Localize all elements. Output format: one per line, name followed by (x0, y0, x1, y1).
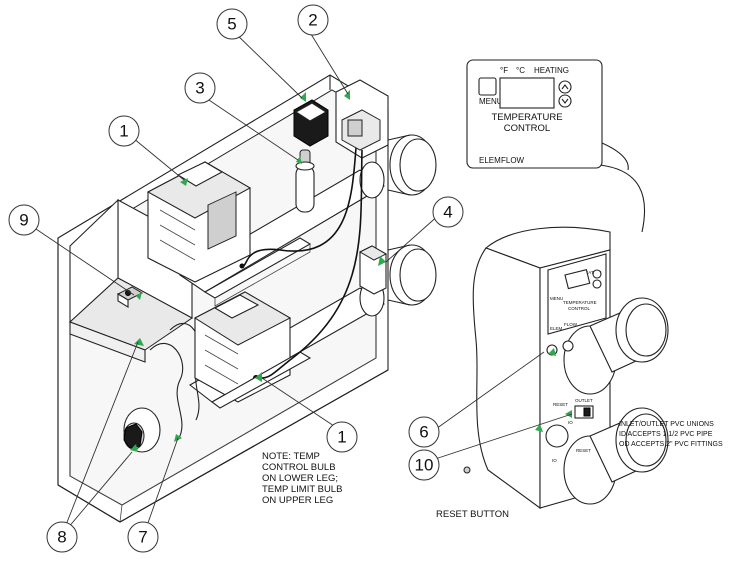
flow-label: FLOW (501, 156, 525, 165)
element-cover-box (69, 198, 193, 363)
callout-7: 7 (127, 521, 159, 553)
down-button[interactable] (558, 94, 572, 108)
controller-board (335, 79, 389, 159)
svg-text:9: 9 (19, 211, 28, 230)
lcd-display (499, 77, 555, 109)
panel-title-2: CONTROL (504, 123, 550, 134)
flow-indicator-light (562, 340, 574, 352)
callout-1-lower: 1 (326, 421, 358, 453)
menu-button[interactable] (478, 77, 497, 96)
svg-text:7: 7 (138, 528, 147, 547)
terminal-lug (116, 286, 144, 308)
small-panel-temp-1: TEMPERATURE (563, 300, 597, 305)
svg-text:4: 4 (443, 203, 452, 222)
inlet-union-lower (563, 407, 669, 505)
outlet-union-upper (563, 297, 669, 395)
unit-f-label: °F (500, 66, 508, 75)
svg-text:5: 5 (227, 15, 236, 34)
note-line-1: NOTE: TEMP (262, 451, 320, 462)
svg-text:2: 2 (308, 11, 317, 30)
unions-note: INLET/OUTLET PVC UNIONS ID ACCEPTS 1 1/2… (619, 421, 723, 448)
heating-label: HEATING (534, 66, 569, 75)
unions-line-1: INLET/OUTLET PVC UNIONS (619, 421, 714, 428)
note-line-5: ON UPPER LEG (262, 495, 333, 506)
enclosure-unions (387, 134, 437, 306)
callouts: 1 2 3 4 5 1 6 10 (8, 4, 464, 553)
small-io-label-2: IO (552, 458, 557, 463)
svg-text:6: 6 (419, 423, 428, 442)
note-line-4: TEMP LIMIT BULB (262, 484, 342, 495)
callout-2: 2 (297, 4, 329, 36)
small-panel-elem: ELEM (550, 326, 563, 331)
small-panel-temp-2: CONTROL (568, 306, 590, 311)
up-button[interactable] (558, 80, 572, 94)
callout-6: 6 (408, 416, 440, 448)
small-panel-heating: HEATING (582, 270, 602, 275)
closed-unit: MENU HEATING TEMPERATURE CONTROL ELEM FL… (463, 226, 669, 510)
callout-1-upper: 1 (108, 115, 140, 147)
callout-9: 9 (8, 204, 40, 236)
small-panel-menu: MENU (550, 296, 563, 301)
callout-5: 5 (216, 8, 248, 40)
temp-note: NOTE: TEMP CONTROL BULB ON LOWER LEG; TE… (262, 451, 342, 506)
small-io-label: IO (568, 420, 573, 425)
high-limit-switch (293, 99, 329, 147)
callout-10: 10 (408, 449, 440, 481)
elem-label: ELEM (479, 156, 501, 165)
unions-line-3: OD ACCEPTS 2" PVC FITTINGS (619, 441, 723, 448)
callout-4: 4 (432, 196, 464, 228)
note-line-3: ON LOWER LEG; (262, 473, 338, 484)
svg-text:1: 1 (119, 122, 128, 141)
unit-c-label: °C (516, 66, 525, 75)
contactor-upper (146, 161, 252, 283)
callout-3: 3 (184, 72, 216, 104)
svg-text:10: 10 (415, 456, 434, 475)
note-line-2: CONTROL BULB (262, 462, 336, 473)
small-panel-flow: FLOW (564, 322, 578, 327)
temp-sensor-bulb (295, 149, 315, 213)
control-panel-inset: °F °C HEATING MENU TEMPERATURE CONTROL E… (466, 59, 646, 233)
small-reset-label-2: RESET (576, 448, 591, 453)
junction-block (358, 245, 388, 295)
small-outlet-label: OUTLET (575, 398, 593, 403)
callout-8: 8 (46, 521, 78, 553)
unions-line-2: ID ACCEPTS 1 1/2 PVC PIPE (619, 431, 713, 438)
sensor-wires (239, 147, 363, 379)
panel-title-1: TEMPERATURE (491, 112, 562, 123)
svg-text:8: 8 (57, 528, 66, 547)
reset-button-label: RESET BUTTON (436, 509, 509, 520)
small-reset-label: RESET (553, 402, 568, 407)
svg-text:1: 1 (337, 428, 346, 447)
menu-label: MENU (479, 97, 503, 106)
mounting-screw (463, 466, 471, 474)
leader-arrows-left (130, 90, 386, 452)
svg-text:3: 3 (195, 79, 204, 98)
reset-button[interactable] (545, 424, 569, 448)
leader-lines (29, 25, 573, 538)
